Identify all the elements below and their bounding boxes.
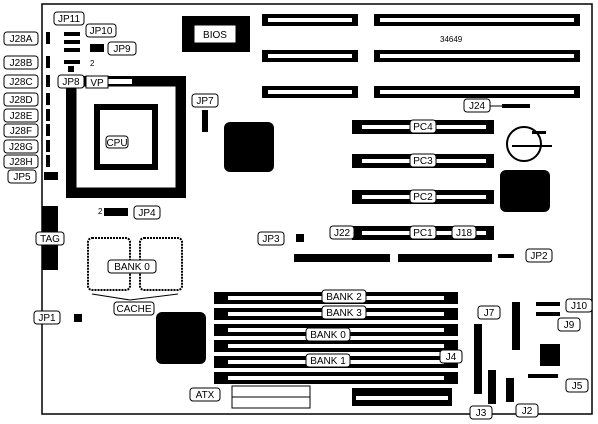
pc3-label-box: PC3 [409,153,437,168]
j28a: J28A [3,31,50,46]
j3: J3 [469,370,496,420]
atx-connector: ATX [189,385,311,409]
jp9-label: JP9 [113,44,131,55]
j18-header: J18 [398,225,492,262]
jp10: JP10 [85,23,117,38]
isa-slots [262,14,580,98]
jp4-pin-number: 2 [98,207,103,216]
pc2-label: PC2 [413,192,433,203]
j28b-label: J28B [10,58,33,69]
j9-label: J9 [564,320,575,331]
pc4-label-box: PC4 [409,119,437,134]
vp-label-box: VP [85,75,109,89]
bios-label: BIOS [203,30,227,41]
jp4: JP4 [104,205,161,220]
jp8: JP8 [57,74,85,89]
bottom-connector-inner [356,396,448,400]
j28a-label: J28A [10,34,33,45]
j28b: J28B [3,55,50,70]
battery [506,126,552,162]
j2-label: J2 [522,406,533,417]
jp1: JP1 [33,310,82,325]
j28d-label: J28D [9,95,32,106]
j9: J9 [536,312,581,332]
jp2-label: JP2 [530,251,548,262]
bank1-label: BANK 1 [310,356,346,367]
bank3-box: BANK 3 [321,305,367,320]
pc1-label: PC1 [413,228,433,239]
j28f: J28F [3,123,50,138]
bank3-label: BANK 3 [326,308,362,319]
chipset-1 [224,122,274,172]
jp8-label: JP8 [62,77,80,88]
atx-label: ATX [196,390,215,401]
jp7: JP7 [191,93,219,132]
tag-label: TAG [40,234,60,245]
j22-label: J22 [334,228,351,239]
pc1-label-box: PC1 [409,225,437,240]
jp10-label: JP10 [90,26,113,37]
jp9-pin-number: 2 [90,59,95,68]
left-jumpers: J28A J28B J28C J28D J28E J28F J28G J28H … [3,31,58,184]
jp1-label: JP1 [38,313,56,324]
j10: J10 [536,298,593,313]
j24-label: J24 [469,101,486,112]
j24-connector: J24 [463,98,530,113]
cache-label: CACHE [116,304,151,315]
jp3-label: JP3 [262,234,280,245]
j7: J7 [477,302,520,350]
j28e: J28E [3,108,50,123]
j5-label: J5 [572,381,583,392]
pc2-label-box: PC2 [409,189,437,204]
cache-bank0-label: BANK 0 [114,262,150,273]
j28h-label: J28H [9,157,32,168]
j28f-label: J28F [10,126,32,137]
j28e-label: J28E [10,111,33,122]
j4-label: J4 [446,352,457,363]
jp-cluster-pins [64,32,80,72]
j28c: J28C [3,74,50,89]
j2: J2 [506,378,539,418]
cpu-label: CPU [106,138,127,149]
jp4-label: JP4 [138,208,156,219]
jp7-label: JP7 [196,96,214,107]
j28c-label: J28C [9,77,32,88]
j4: J4 [439,324,482,394]
j7-label: J7 [484,308,495,319]
part-number: 34649 [440,35,463,44]
j28g-label: J28G [9,142,33,153]
bank1-box: BANK 1 [305,353,351,368]
j28h: J28H [3,154,50,169]
cpu-socket: CPU [66,76,186,198]
j28d: J28D [3,92,50,107]
chipset-2 [156,312,206,364]
io-chip [500,170,550,212]
jp2: JP2 [498,248,553,263]
jp9: JP9 [90,41,137,56]
jp11-label: JP11 [58,14,80,25]
bios-chip: BIOS [182,16,250,52]
jp11: JP11 [53,11,85,26]
jp3: JP3 [257,231,304,246]
tag-sram: TAG [35,206,65,270]
vp-label: VP [90,78,104,89]
j22-header: J22 [294,225,390,262]
j5: J5 [528,344,589,393]
bank0-label: BANK 0 [310,330,346,341]
cache-sockets: BANK 0 CACHE [87,237,183,316]
j18-label: J18 [456,228,473,239]
jp5: JP5 [7,169,58,184]
bank2-label: BANK 2 [326,292,362,303]
j3-label: J3 [476,408,487,419]
bank2-box: BANK 2 [321,289,367,304]
jp5-label: JP5 [13,172,31,183]
j10-label: J10 [571,301,588,312]
pc4-label: PC4 [413,122,433,133]
j28g: J28G [3,139,50,154]
bank0-box: BANK 0 [305,327,351,342]
pc3-label: PC3 [413,156,433,167]
